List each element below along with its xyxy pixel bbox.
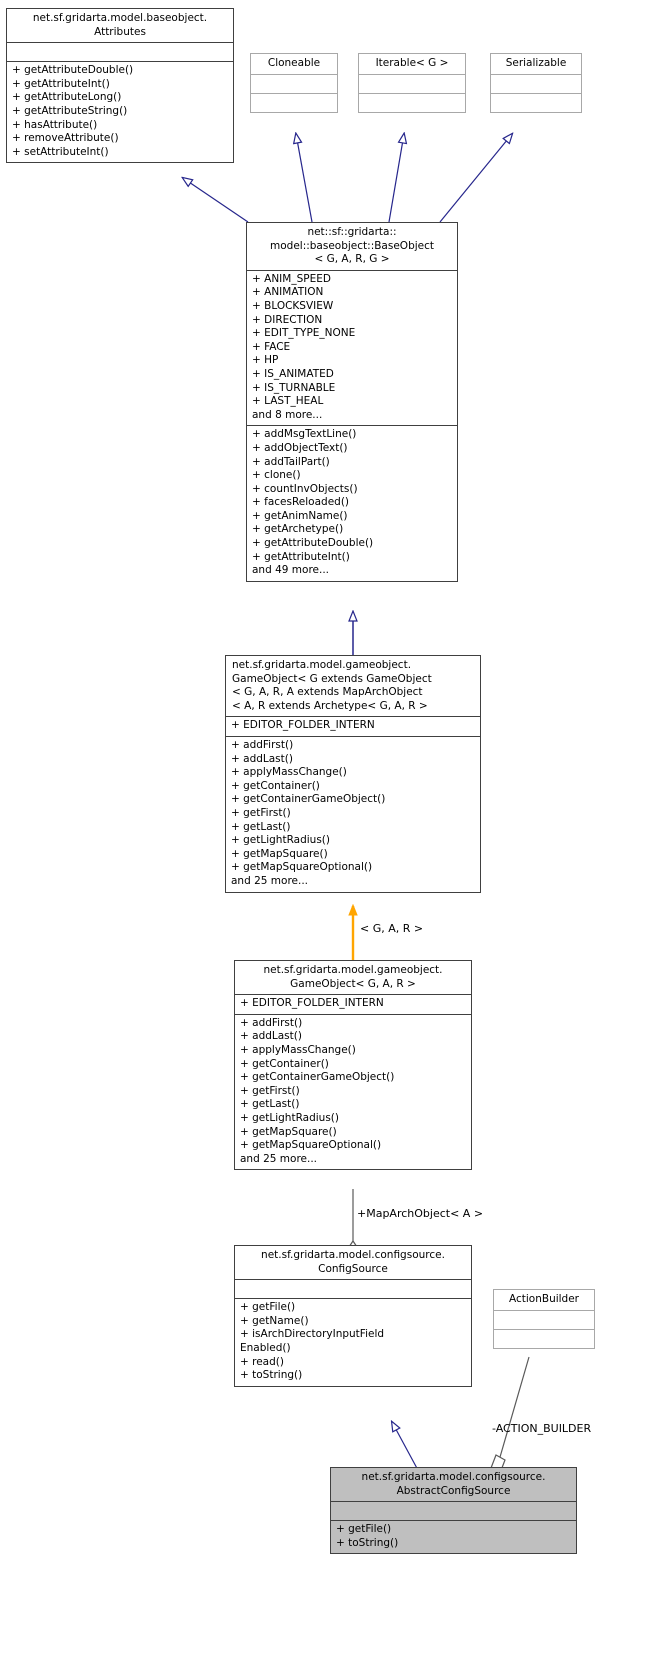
class-operations bbox=[251, 94, 337, 112]
divider bbox=[491, 92, 581, 94]
class-attributes bbox=[494, 1311, 594, 1329]
class-attributes bbox=[359, 75, 465, 93]
class-attributes bbox=[7, 43, 233, 61]
class-attributes: + EDITOR_FOLDER_INTERN bbox=[231, 719, 375, 732]
divider bbox=[7, 61, 233, 63]
divider bbox=[251, 92, 337, 94]
divider bbox=[235, 1279, 471, 1281]
class-operations bbox=[359, 94, 465, 112]
class-title: net.sf.gridarta.model.configsource. Abst… bbox=[361, 1471, 546, 1497]
class-operations: + addMsgTextLine() + addObjectText() + a… bbox=[252, 428, 374, 577]
divider bbox=[359, 92, 465, 94]
class-operations bbox=[491, 94, 581, 112]
divider bbox=[247, 425, 457, 427]
edge-abstractconfigsource-to-configsource bbox=[392, 1422, 420, 1473]
class-box-baseobject[interactable]: net::sf::gridarta:: model::baseobject::B… bbox=[246, 222, 458, 582]
divider bbox=[235, 1298, 471, 1300]
divider bbox=[494, 1309, 594, 1311]
divider bbox=[251, 73, 337, 75]
class-title: Cloneable bbox=[267, 57, 321, 69]
class-operations: + getAttributeDouble() + getAttributeInt… bbox=[12, 64, 134, 158]
class-attributes: + ANIM_SPEED + ANIMATION + BLOCKSVIEW + … bbox=[252, 272, 356, 421]
class-operations: + getFile() + toString() bbox=[336, 1523, 399, 1549]
divider bbox=[491, 73, 581, 75]
class-box-abstractconfigsource[interactable]: net.sf.gridarta.model.configsource. Abst… bbox=[330, 1467, 577, 1555]
class-title: net.sf.gridarta.model.gameobject. GameOb… bbox=[263, 964, 443, 990]
divider bbox=[235, 1013, 471, 1015]
divider bbox=[247, 269, 457, 271]
divider bbox=[494, 1328, 594, 1330]
class-box-configsource[interactable]: net.sf.gridarta.model.configsource. Conf… bbox=[234, 1245, 472, 1387]
class-operations: + getFile() + getName() + isArchDirector… bbox=[240, 1301, 385, 1382]
edge-label-maparchobject-role: +MapArchObject< A > bbox=[357, 1207, 484, 1220]
edge-baseobject-to-attributes bbox=[183, 178, 249, 223]
class-title: ActionBuilder bbox=[508, 1293, 580, 1305]
class-operations bbox=[494, 1330, 594, 1348]
class-title: net.sf.gridarta.model.configsource. Conf… bbox=[261, 1249, 445, 1275]
divider bbox=[226, 716, 480, 718]
class-attributes: + EDITOR_FOLDER_INTERN bbox=[240, 997, 384, 1010]
edge-baseobject-to-iterable bbox=[388, 134, 404, 223]
divider bbox=[226, 735, 480, 737]
edge-actionbuilder-to-abstractconfigsource bbox=[490, 1356, 530, 1474]
class-attributes bbox=[331, 1502, 576, 1520]
class-operations: + addFirst() + addLast() + applyMassChan… bbox=[231, 738, 386, 887]
class-attributes bbox=[251, 75, 337, 93]
class-attributes bbox=[491, 75, 581, 93]
class-attributes bbox=[235, 1280, 471, 1298]
class-title: Iterable< G > bbox=[375, 57, 449, 69]
class-box-gameobject-generic[interactable]: net.sf.gridarta.model.gameobject. GameOb… bbox=[225, 655, 481, 893]
edge-label-template-gar: < G, A, R > bbox=[360, 922, 424, 935]
class-box-iterable[interactable]: Iterable< G > bbox=[358, 53, 466, 113]
divider bbox=[331, 1501, 576, 1503]
edge-baseobject-to-cloneable bbox=[296, 134, 313, 223]
divider bbox=[331, 1520, 576, 1522]
edge-label-action-builder-role: -ACTION_BUILDER bbox=[492, 1422, 592, 1435]
class-title: net.sf.gridarta.model.gameobject. GameOb… bbox=[232, 659, 432, 712]
divider bbox=[359, 73, 465, 75]
class-box-attributes[interactable]: net.sf.gridarta.model.baseobject. Attrib… bbox=[6, 8, 234, 164]
class-box-actionbuilder[interactable]: ActionBuilder bbox=[493, 1289, 595, 1349]
class-title: Serializable bbox=[505, 57, 567, 69]
class-box-cloneable[interactable]: Cloneable bbox=[250, 53, 338, 113]
class-box-gameobject-bound[interactable]: net.sf.gridarta.model.gameobject. GameOb… bbox=[234, 960, 472, 1171]
class-title: net.sf.gridarta.model.baseobject. Attrib… bbox=[32, 12, 208, 38]
divider bbox=[7, 42, 233, 44]
class-box-serializable[interactable]: Serializable bbox=[490, 53, 582, 113]
class-title: net::sf::gridarta:: model::baseobject::B… bbox=[270, 226, 434, 266]
class-operations: + addFirst() + addLast() + applyMassChan… bbox=[240, 1016, 395, 1165]
edge-baseobject-to-serializable bbox=[439, 134, 512, 223]
divider bbox=[235, 994, 471, 996]
